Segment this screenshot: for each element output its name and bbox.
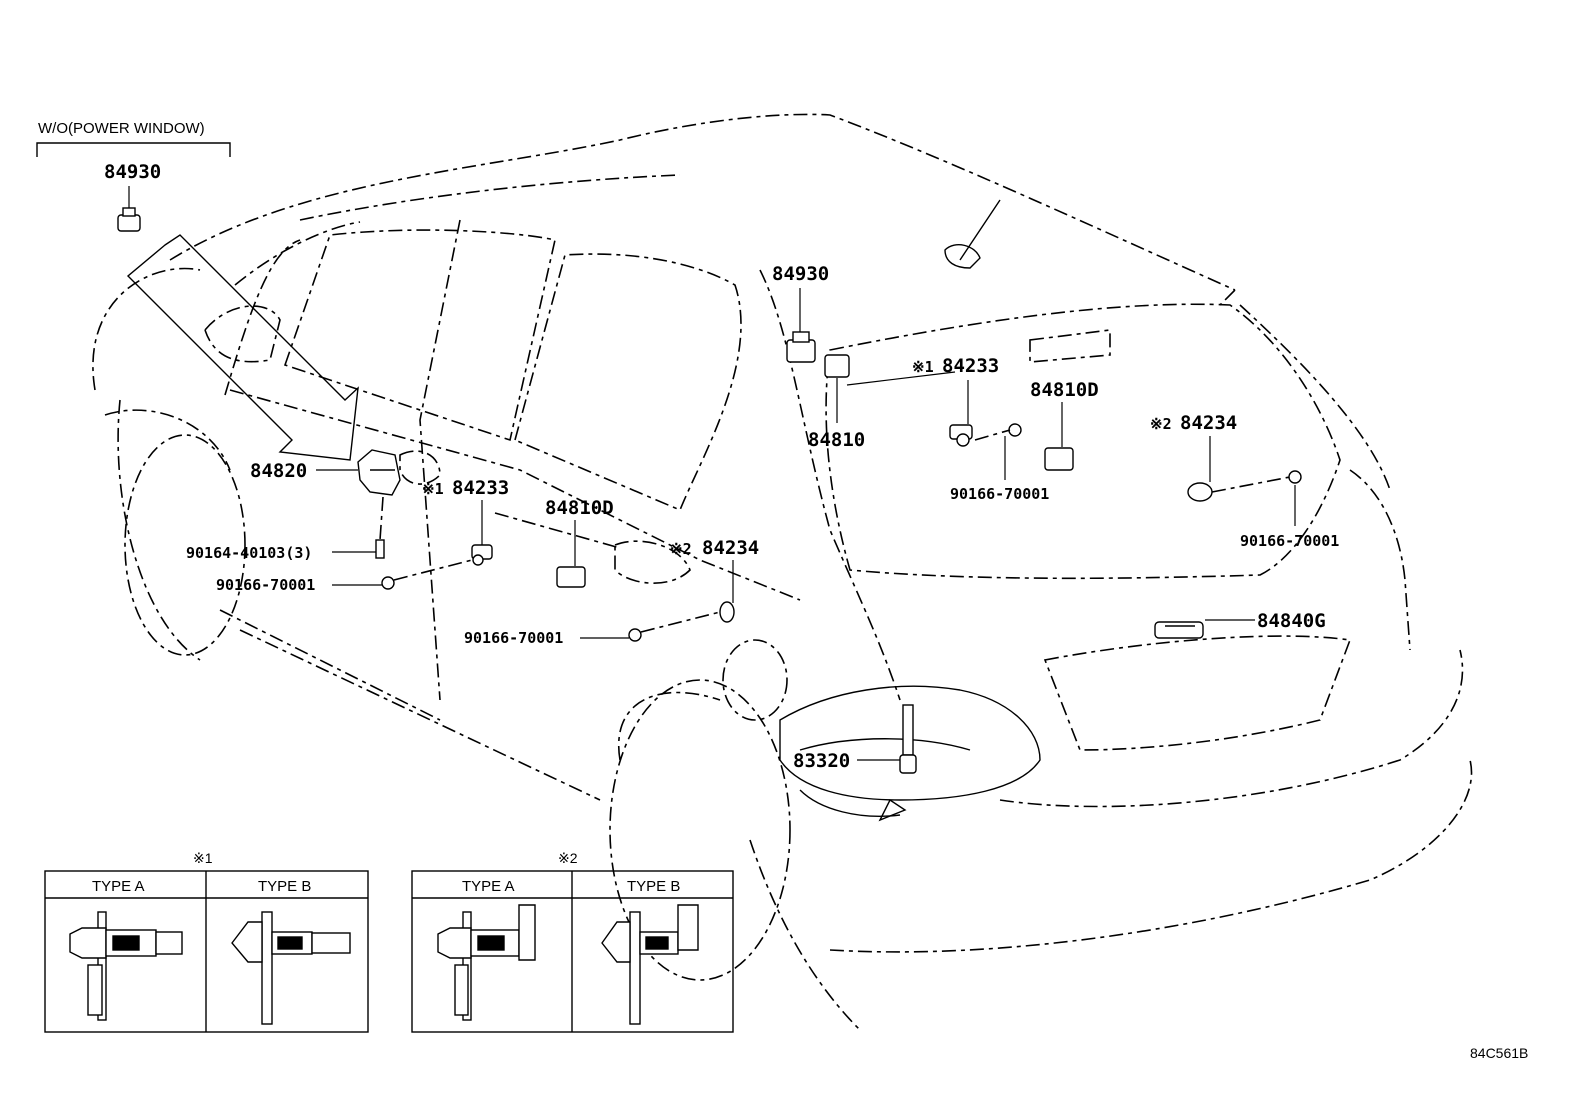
label-84810D-rear: 84810D <box>1030 379 1099 401</box>
top-caption: W/O(POWER WINDOW) <box>38 120 205 137</box>
label-84810D-door: 84810D <box>545 497 614 519</box>
label-84234-rear: 84234 <box>1180 412 1237 434</box>
leader-lines <box>128 186 1296 761</box>
part-84233-rear-sketch <box>949 424 973 447</box>
mark-1-rear: ※1 <box>912 358 934 376</box>
part-84930-roof-sketch <box>786 331 816 363</box>
legend-2-type-b-sketch <box>601 904 699 1025</box>
mark-2-rear: ※2 <box>1150 415 1172 433</box>
legend-2-type-a: TYPE A <box>462 878 515 895</box>
bolt-rear-a-sketch <box>1008 423 1022 437</box>
part-84840G-sketch <box>1154 621 1204 639</box>
label-84233-door: 84233 <box>452 477 509 499</box>
label-84233-rear: 84233 <box>942 355 999 377</box>
legend-1-type-a: TYPE A <box>92 878 145 895</box>
mark-1-door: ※1 <box>422 480 444 498</box>
legend-box-2: ※2 TYPE A TYPE B <box>411 850 734 1033</box>
part-84234-door-sketch <box>719 601 735 623</box>
bolt-rear-b-sketch <box>1288 470 1302 484</box>
legend-1-type-b-sketch <box>231 911 351 1025</box>
label-90166-rear-a: 90166-70001 <box>950 485 1049 503</box>
label-83320: 83320 <box>793 750 850 772</box>
legend-box-1: ※1 TYPE A TYPE B <box>44 850 369 1033</box>
label-84930-top: 84930 <box>104 161 161 183</box>
legend-1-type-a-sketch <box>69 911 183 1021</box>
diagram-code: 84C561B <box>1470 1045 1528 1061</box>
legend-2-mark: ※2 <box>558 850 578 866</box>
mark-2-door: ※2 <box>670 540 692 558</box>
legend-2-type-b: TYPE B <box>627 878 680 895</box>
label-90164: 90164-40103(3) <box>186 544 312 562</box>
label-90166-door-b: 90166-70001 <box>464 629 563 647</box>
part-84820-sketch <box>357 449 401 496</box>
part-84930-top-sketch <box>117 207 141 232</box>
label-84930-roof: 84930 <box>772 263 829 285</box>
part-83320-sketch <box>899 704 917 774</box>
detail-arrow <box>126 234 359 461</box>
part-84810-sketch <box>824 354 850 378</box>
bolt-door-a-sketch <box>381 576 395 590</box>
label-84840G: 84840G <box>1257 610 1326 632</box>
vehicle-outline <box>92 113 1473 1031</box>
part-84233-door-sketch <box>471 544 493 566</box>
part-84810D-door-sketch <box>556 566 586 588</box>
bolt-door-b-sketch <box>628 628 642 642</box>
label-84810: 84810 <box>808 429 865 451</box>
label-84234-door: 84234 <box>702 537 759 559</box>
bolt-90164-sketch <box>375 539 385 559</box>
part-84810D-rear-sketch <box>1044 447 1074 471</box>
caption-bracket <box>36 142 231 157</box>
label-90166-door-a: 90166-70001 <box>216 576 315 594</box>
label-84820: 84820 <box>250 460 307 482</box>
legend-2-type-a-sketch <box>437 904 536 1021</box>
legend-1-mark: ※1 <box>193 850 213 866</box>
legend-1-type-b: TYPE B <box>258 878 311 895</box>
part-84234-rear-sketch <box>1187 482 1213 502</box>
label-90166-rear-b: 90166-70001 <box>1240 532 1339 550</box>
